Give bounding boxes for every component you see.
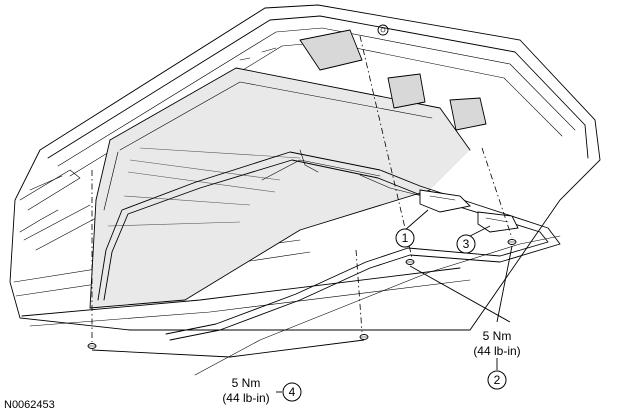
callout-2: 2	[487, 370, 507, 390]
sunroof-opening	[89, 67, 471, 309]
screw-icon	[507, 239, 517, 245]
callout-3: 3	[456, 234, 476, 254]
torque-spec-4: 5 Nm (44 lb-in)	[222, 376, 269, 405]
callout-4: 4	[282, 382, 302, 402]
screw-icon	[87, 343, 97, 349]
fastener-centerlines	[91, 35, 513, 342]
screw-icon	[359, 334, 369, 340]
callout-2-label: 2	[494, 373, 501, 387]
leader-lines	[91, 209, 513, 393]
callout-3-label: 3	[463, 237, 470, 251]
screw-icon	[405, 259, 415, 265]
torque-spec-2: 5 Nm (44 lb-in)	[473, 329, 520, 358]
callout-1-label: 1	[402, 231, 409, 245]
torque-4-value: 5 Nm	[232, 376, 261, 390]
callout-4-label: 4	[289, 385, 296, 399]
torque-4-imperial: (44 lb-in)	[222, 391, 269, 405]
fasteners	[87, 239, 517, 349]
torque-2-imperial: (44 lb-in)	[473, 344, 520, 358]
rear-brackets	[239, 24, 487, 131]
torque-2-value: 5 Nm	[483, 329, 512, 343]
figure-id: N0062453	[4, 399, 55, 411]
sunroof-frame-tubes	[97, 149, 561, 376]
callout-1: 1	[395, 228, 415, 248]
